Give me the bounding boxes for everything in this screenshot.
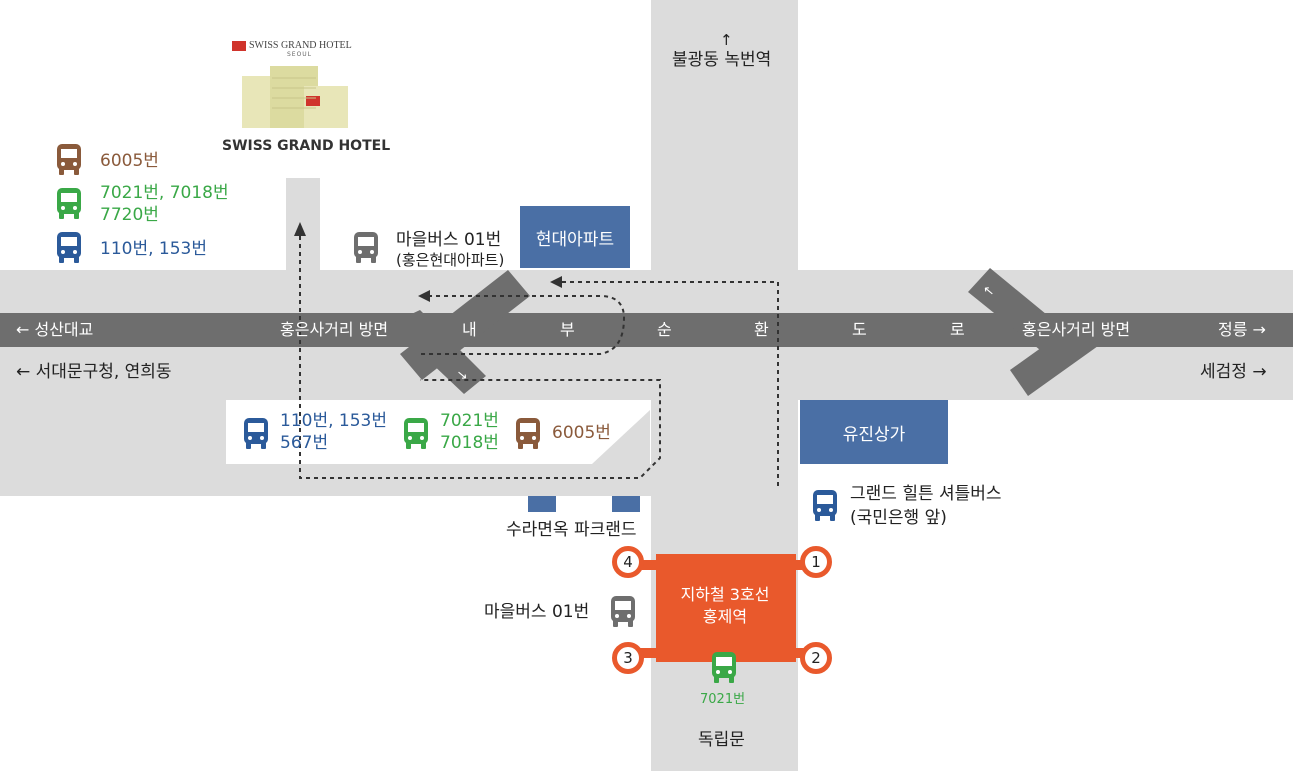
road-char-2: 부	[560, 320, 575, 339]
road-char-1: 내	[462, 320, 477, 339]
station-exit-1: 1	[800, 546, 832, 578]
building-yujin: 유진상가	[800, 400, 948, 464]
bus-brown-icon	[515, 418, 541, 450]
ramp-curve	[540, 410, 650, 496]
bus-bottom-label: 7021번	[700, 692, 746, 707]
station-line1: 지하철 3호선	[680, 585, 770, 604]
bus-brown-icon	[56, 144, 82, 176]
west-lower-direction: ← 서대문구청, 연희동	[16, 362, 172, 382]
village-bus-top-line1: 마을버스 01번	[396, 230, 502, 250]
east-lower-direction: 세검정 →	[1200, 362, 1267, 382]
north-direction: 불광동 녹번역	[672, 50, 772, 70]
station-line2: 홍제역	[702, 607, 748, 626]
bus-green-icon	[56, 188, 82, 220]
stop-brown-text: 6005번	[552, 423, 611, 443]
station-exit-3: 3	[612, 642, 644, 674]
legend-green-text: 7021번, 7018번	[100, 183, 229, 203]
village-bus-top-line2: (홍은현대아파트)	[396, 251, 505, 269]
hotel-access-road	[286, 178, 320, 273]
legend-green-text-2: 7720번	[100, 205, 159, 225]
hotel-building-icon	[242, 66, 348, 128]
station-connector-left-lower	[630, 648, 664, 658]
bus-blue-icon	[812, 490, 838, 522]
ramp-west-lower	[390, 310, 486, 394]
bus-stop-island	[226, 400, 651, 464]
suramyeonok-building-right	[612, 496, 640, 512]
bus-gray-icon	[610, 596, 636, 628]
north-arrow-icon: ↑	[720, 31, 733, 49]
suramyeonok-label: 수라면옥 파크랜드	[506, 520, 637, 540]
hotel-name: SWISS GRAND HOTEL	[222, 138, 391, 154]
suramyeonok-building-left	[528, 496, 556, 512]
road-char-5: 도	[852, 320, 867, 339]
legend-brown-text: 6005번	[100, 151, 159, 171]
bus-blue-icon	[243, 418, 269, 450]
hotel-logo-icon	[232, 40, 246, 51]
ramp-east	[968, 268, 1098, 396]
building-hyundai: 현대아파트	[520, 206, 630, 268]
station-box-inner: 지하철 3호선 홍제역	[672, 580, 778, 632]
hotel-logo: SWISS GRAND HOTEL SEOUL	[232, 40, 367, 58]
bus-gray-icon	[353, 232, 379, 264]
station-exit-4: 4	[612, 546, 644, 578]
hongeun-west-label: 홍은사거리 방면	[280, 320, 389, 339]
west-upper-direction: ← 성산대교	[16, 320, 94, 339]
station-connector-left	[630, 560, 664, 570]
station-exit-2: 2	[800, 642, 832, 674]
stop-blue-text-2: 567번	[280, 433, 329, 453]
stop-green-text: 7021번	[440, 411, 499, 431]
southwest-road	[0, 400, 226, 464]
stop-blue-text: 110번, 153번	[280, 411, 387, 431]
legend-blue-text: 110번, 153번	[100, 239, 207, 259]
south-direction: 독립문	[698, 730, 745, 750]
station-box	[656, 554, 796, 662]
road-char-4: 환	[754, 320, 769, 339]
stop-green-text-2: 7018번	[440, 433, 499, 453]
shuttle-line1: 그랜드 힐튼 셔틀버스	[850, 484, 1002, 504]
east-upper-direction: 정릉 →	[1218, 320, 1266, 339]
hongeun-east-label: 홍은사거리 방면	[1022, 320, 1131, 339]
bus-green-icon	[403, 418, 429, 450]
road-char-3: 순	[657, 320, 672, 339]
bus-green-icon	[711, 652, 737, 684]
shuttle-line2: (국민은행 앞)	[850, 508, 947, 528]
village-bus-bottom-label: 마을버스 01번	[484, 602, 590, 622]
bus-blue-icon	[56, 232, 82, 264]
road-char-6: 로	[950, 320, 965, 339]
